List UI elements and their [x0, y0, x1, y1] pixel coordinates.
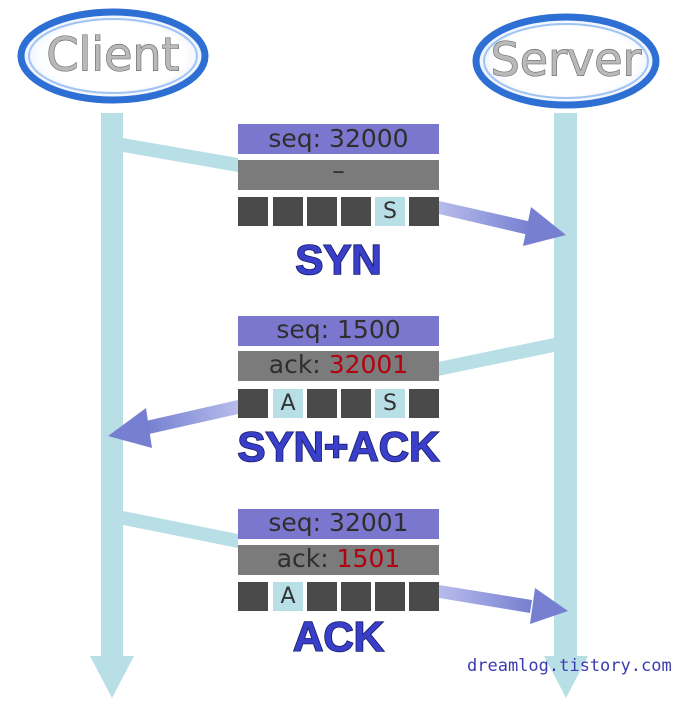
flag-text: S — [383, 199, 397, 224]
flag-cell — [341, 389, 371, 418]
flag-cell — [409, 197, 439, 226]
ack-field — [238, 545, 439, 575]
ack-text: ack: 32001 — [269, 350, 408, 379]
flag-cell — [307, 197, 337, 226]
ack-text: – — [332, 156, 345, 185]
flag-cell — [307, 582, 337, 611]
syn-arrow — [439, 201, 566, 246]
packet-syn: seq: 32000 – S SYN — [238, 124, 439, 284]
server-node: Server — [472, 13, 660, 109]
seq-field — [238, 124, 439, 154]
flag-text: S — [383, 391, 397, 416]
seq-text: seq: 1500 — [276, 315, 400, 344]
flag-cell-ack — [273, 582, 303, 611]
flag-text: A — [280, 391, 295, 416]
seq-field — [238, 316, 439, 346]
ack-label: ACK — [293, 613, 384, 660]
synack-arrow — [108, 400, 238, 448]
syn-ack-label: SYN+ACK — [238, 423, 440, 470]
flag-cell — [238, 197, 268, 226]
watermark-text: dreamlog.tistory.com — [467, 656, 672, 676]
ack-connector — [123, 511, 238, 548]
flag-cell-ack — [273, 389, 303, 418]
flag-cell — [375, 582, 405, 611]
ack-field — [238, 160, 439, 190]
client-label: Client — [46, 28, 179, 82]
client-node: Client — [17, 8, 209, 104]
ack-text: ack: 1501 — [277, 544, 401, 573]
ack-field — [238, 351, 439, 381]
packet-ack: seq: 32001 ack: 1501 A ACK — [238, 508, 439, 661]
syn-connector — [123, 138, 238, 172]
flag-cell — [238, 389, 268, 418]
client-lifeline — [90, 113, 134, 698]
server-label: Server — [491, 33, 642, 87]
flag-cell — [238, 582, 268, 611]
seq-text: seq: 32000 — [268, 124, 408, 153]
flag-cell — [307, 389, 337, 418]
packet-syn-ack: seq: 1500 ack: 32001 A S SYN+ACK — [237, 315, 440, 471]
flag-cell — [273, 197, 303, 226]
flag-cell — [341, 582, 371, 611]
flag-cell-syn — [375, 389, 405, 418]
seq-field — [238, 509, 439, 539]
ack-arrow — [439, 585, 568, 624]
syn-label: SYN — [295, 236, 381, 283]
seq-text: seq: 32001 — [268, 508, 408, 537]
flag-cell-syn — [375, 197, 405, 226]
flag-cell — [409, 389, 439, 418]
flag-text: A — [280, 584, 295, 609]
server-lifeline — [544, 113, 588, 698]
synack-connector — [438, 338, 554, 376]
flag-cell — [341, 197, 371, 226]
flag-cell — [409, 582, 439, 611]
